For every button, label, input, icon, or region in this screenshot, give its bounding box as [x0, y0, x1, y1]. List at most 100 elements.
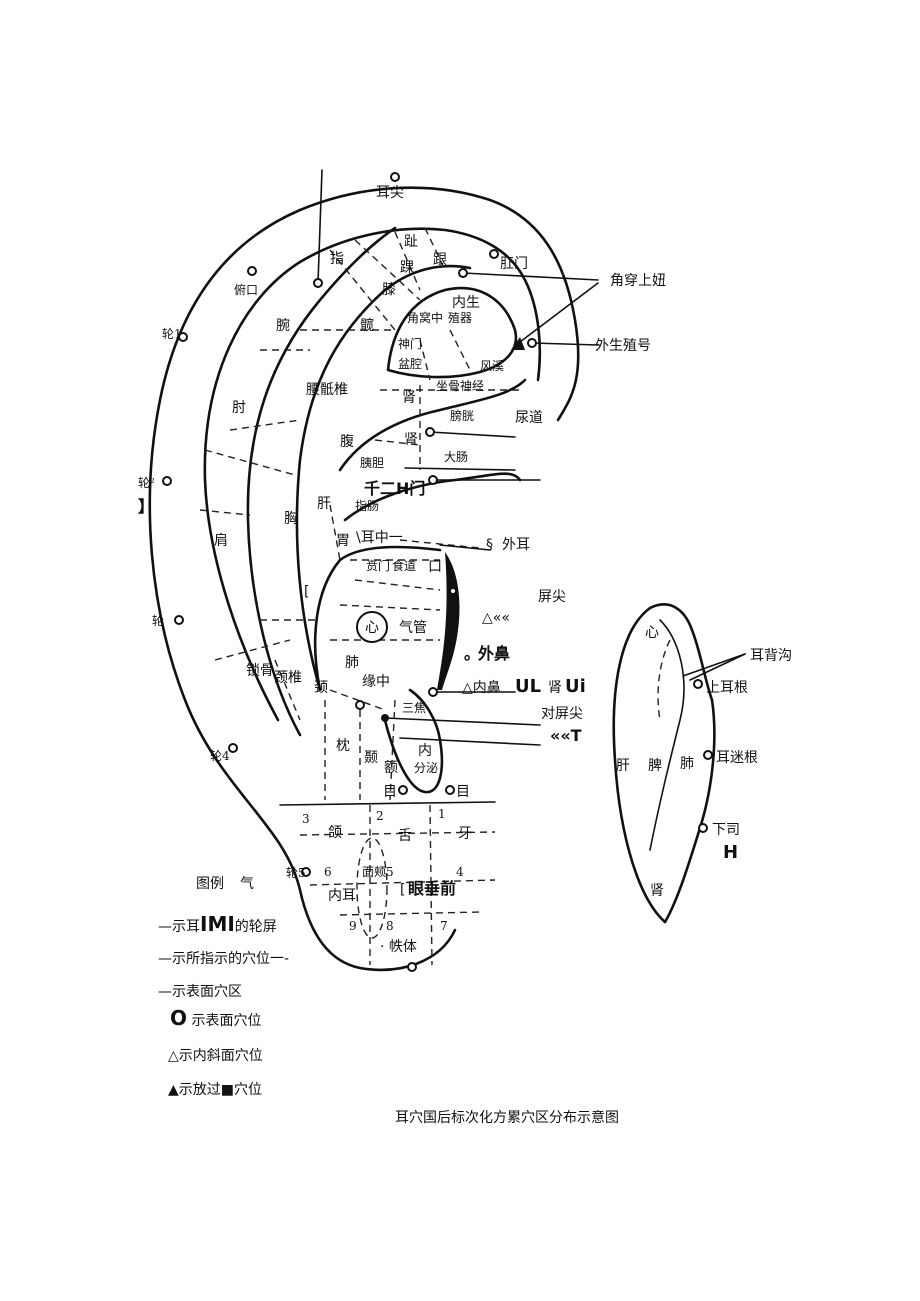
legend-title-mark: 气 [240, 876, 254, 892]
annot-outer-nose: 外鼻 [477, 644, 510, 663]
back-label-vagus-root: 耳迷根 [716, 750, 758, 766]
label-brainstem-center: 缘中 [362, 674, 390, 690]
annot-ear-center: \耳中一 [356, 530, 403, 546]
annotations: 角穿上妞 内生 外生殖号 尿道 千二H门 \耳中一 § 外耳 屏尖 △«« 。 … [138, 273, 666, 955]
label-finger: 指 [330, 251, 344, 267]
annot-antitragus-mark: ««T [550, 726, 582, 745]
figure-caption: 耳穴国后标次化方累穴区分布示意图 [395, 1110, 619, 1126]
back-label-lung: 肺 [680, 756, 694, 772]
legend-row-4-a: O [170, 1006, 188, 1030]
label-lobe-5: 5 [386, 865, 394, 879]
back-label-spleen: 脾 [648, 758, 662, 774]
label-temple: 颞 [364, 750, 378, 766]
annot-inner-nose-dot: 。 [464, 644, 480, 663]
legend-row-5: △示内斜面穴位 [168, 1048, 263, 1064]
label-lobe-4: 4 [456, 865, 464, 879]
ear-region-labels: 耳尖 指 跟 趾 踝 膝 髋 腕 肛门 俯口 殖器 角窝中 神门 盆腔 坐骨神经… [138, 185, 528, 933]
ear-outline [148, 186, 580, 972]
label-esophagus: 食道 [392, 558, 416, 573]
annot-outer-ear-mark: § [486, 537, 493, 553]
label-hip: 髋 [360, 317, 374, 334]
label-eye-2: 目 [456, 784, 470, 800]
label-lobe-1: 1 [438, 807, 446, 821]
legend-row-2: —示所指示的穴位一- [158, 951, 290, 967]
label-eye: 目 [383, 784, 397, 800]
label-wind-stream: 风溪 [480, 359, 504, 373]
label-stomach: 胃 [336, 533, 350, 549]
label-elbow: 肘 [232, 400, 246, 416]
label-abdomen: 腹 [340, 433, 354, 450]
label-helix-4: 轮4 [210, 749, 230, 763]
legend-row-1-b: IMI [200, 912, 235, 936]
label-tooth: 牙 [458, 826, 472, 842]
annot-duodenum: 千二H门 [364, 479, 425, 498]
annot-inner-nose-d: Ui [565, 676, 586, 697]
label-heel: 跟 [433, 252, 447, 268]
label-lobe-9: 9 [349, 919, 357, 933]
label-helix-2: 轮² [138, 476, 155, 490]
annot-inner-genital: 内生 [452, 295, 480, 311]
annot-inner-nose-c: 肾 [548, 680, 562, 696]
label-pancreas-gallbladder: 胰胆 [360, 456, 384, 470]
label-anus: 肛门 [500, 256, 528, 272]
legend-row-1: —示耳IMI的轮屏 [158, 912, 277, 936]
annot-helix-bracket: 】 [138, 497, 154, 516]
label-lumbosacral: 腰骶椎 [306, 382, 348, 398]
label-wrist: 腕 [276, 318, 290, 334]
back-label-kidney: 肾 [650, 883, 664, 899]
label-neck: 颈 [314, 680, 328, 696]
legend-row-4-b: 示表面穴位 [191, 1013, 262, 1029]
annot-triangle-marks: △«« [482, 610, 510, 626]
label-triangular-fossa: 角窝中 [407, 310, 443, 325]
back-label-groove: 耳背沟 [750, 648, 792, 664]
label-kidney-2: 肾 [404, 432, 418, 448]
legend-row-6: ▲示放过■穴位 [168, 1082, 262, 1098]
legend-row-1-c: 的轮屏 [234, 919, 277, 935]
annot-tragus-bracket: [ [304, 584, 309, 600]
label-shoulder: 肩 [214, 533, 228, 549]
annot-tonsil: · 帙体 [380, 939, 417, 955]
label-ear-apex: 耳尖 [376, 185, 404, 201]
legend-row-4: O 示表面穴位 [170, 1006, 261, 1030]
label-forehead: 额 [384, 760, 398, 776]
label-trachea: 气管 [399, 620, 427, 636]
label-inner-nose-small: 内 [418, 743, 432, 759]
annot-inner-nose-a: △内鼻 [462, 679, 501, 696]
annot-outer-ear: 外耳 [502, 537, 530, 553]
label-lobe-3: 3 [302, 812, 310, 826]
label-kidney: 肾 [402, 390, 416, 406]
label-ankle: 踝 [400, 260, 414, 276]
label-tonsil-mark: 俯口 [234, 282, 258, 297]
label-finger-intestine: 指肠 [355, 498, 379, 513]
label-mouth: 口 [428, 559, 442, 575]
label-clavicle: 锁骨 [246, 663, 274, 679]
back-label-upper-root: 上耳根 [706, 680, 748, 696]
label-pelvis: 盆腔 [398, 356, 422, 371]
back-label-heart: 心 [645, 625, 659, 641]
annot-tragus-apex: 屏尖 [538, 589, 566, 605]
pointer-lines [317, 169, 599, 746]
label-lobe-2: 2 [376, 809, 384, 823]
annot-horn-upper: 角穿上妞 [610, 273, 666, 289]
annot-inner-nose-b: UL [515, 676, 541, 697]
label-face-cheek: 面颊 [362, 865, 386, 879]
label-bladder: 膀胱 [450, 408, 474, 423]
legend-title: 图例 [196, 876, 224, 892]
back-label-liver: 肝 [616, 758, 630, 774]
ear-zone-dividers [199, 227, 520, 966]
label-sciatic: 坐骨神经 [436, 379, 484, 393]
label-lobe-7: 7 [440, 919, 448, 933]
label-liver: 肝 [317, 496, 331, 512]
annot-left-bracket: [ [400, 882, 405, 898]
label-lobe-8: 8 [386, 919, 394, 933]
label-cardia: 贲门 [366, 558, 390, 573]
label-cervical: 颈椎 [274, 670, 302, 686]
label-knee: 膝 [382, 282, 396, 298]
annot-antitragus-apex: 对屏尖 [541, 706, 583, 722]
back-of-ear: 心 肝 脾 肺 肾 耳背沟 上耳根 耳迷根 下司 H [612, 603, 792, 924]
label-helix-1: 轮1 [162, 327, 182, 341]
label-pituitary: 分泌 [414, 761, 438, 775]
label-heart: 心 [365, 620, 379, 636]
legend-row-3: —示表面穴区 [158, 984, 242, 1000]
